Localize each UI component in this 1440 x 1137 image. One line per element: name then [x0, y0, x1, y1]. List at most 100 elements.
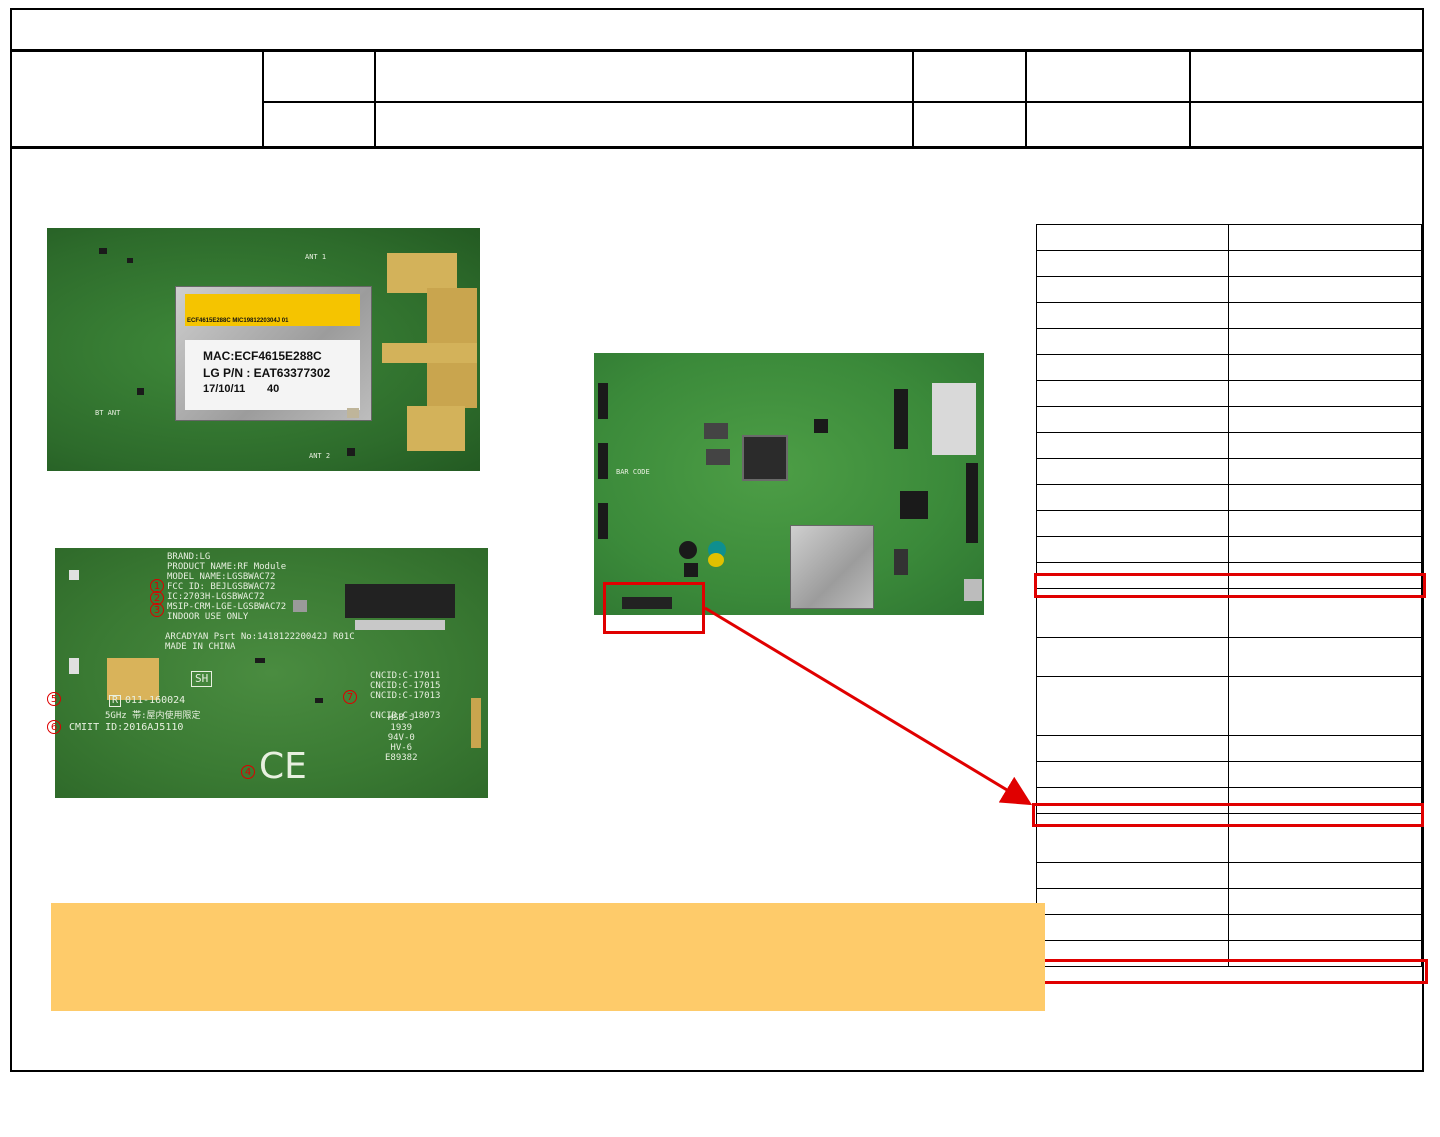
table-cell [1227, 380, 1422, 407]
table-cell [1036, 354, 1229, 381]
table-row [1036, 862, 1422, 889]
table-cell [1036, 302, 1229, 329]
main-board-photo: BAR CODE [594, 353, 984, 615]
table-cell [1036, 536, 1229, 563]
japan-note: 5GHz 帯:屋内使用限定 [105, 711, 201, 721]
table-cell [1036, 888, 1229, 915]
table-cell [1227, 224, 1422, 251]
table-row [1036, 484, 1422, 511]
tuner-can [790, 525, 874, 609]
table-cell [1036, 328, 1229, 355]
table-cell [1036, 940, 1229, 967]
table-cell [1227, 787, 1422, 814]
part-no-silk: ARCADYAN Psrt No:141812220042J R01C MADE… [165, 632, 355, 652]
table-cell [1036, 735, 1229, 762]
bar-code-silk: BAR CODE [616, 468, 650, 476]
table-row [1036, 380, 1422, 407]
telec-number: 011-160024 [125, 695, 186, 706]
date-label: 17/10/11 [203, 383, 246, 395]
header-col-divider-5 [1189, 51, 1191, 147]
barcode-line: ECF4615E288C MIC1981220304J 01 [187, 318, 289, 324]
sh-silk: SH [191, 671, 213, 687]
table-cell [1036, 276, 1229, 303]
table-cell [1036, 458, 1229, 485]
table-cell [1227, 676, 1422, 736]
table-cell [1227, 761, 1422, 788]
bt-ant-silk: BT ANT [95, 409, 121, 417]
table-row [1036, 224, 1422, 251]
connector-highlight-box [603, 582, 705, 634]
soc-chip [742, 435, 788, 481]
table-row-highlight-3 [1036, 959, 1428, 984]
table-cell [1036, 510, 1229, 537]
wifi-module-top-photo: ECF4615E288C MIC1981220304J 01 MAC:ECF46… [47, 228, 480, 471]
page-frame [10, 8, 1424, 1072]
table-row [1036, 787, 1422, 814]
table-row [1036, 276, 1422, 303]
table-row [1036, 761, 1422, 788]
callout-arrow-line [704, 606, 1033, 806]
table-row-highlight-2 [1032, 803, 1424, 827]
mac-label: MAC:ECF4615E288C [203, 349, 322, 363]
table-row [1036, 250, 1422, 277]
marker-6: 6 [47, 720, 61, 734]
table-row [1036, 940, 1422, 967]
table-row [1036, 354, 1422, 381]
header-mid-rule [262, 101, 1424, 103]
table-row [1036, 735, 1422, 762]
header-col-divider-1 [262, 51, 264, 147]
header-bottom-rule [10, 146, 1424, 149]
table-cell [1227, 250, 1422, 277]
table-cell [1036, 637, 1229, 677]
table-cell [1036, 676, 1229, 736]
table-row [1036, 302, 1422, 329]
marker-3: 3 [150, 603, 164, 617]
table-cell [1227, 940, 1422, 967]
table-cell [1036, 761, 1229, 788]
table-row-highlight-1 [1034, 573, 1426, 598]
wifi-module-bottom-photo: BRAND:LG PRODUCT NAME:RF Module MODEL NA… [55, 548, 488, 798]
ul-silk: HSB J 1939 94V-0 HV-6 E89382 [385, 713, 418, 763]
table-cell [1227, 432, 1422, 459]
header-col-divider-4 [1025, 51, 1027, 147]
table-cell [1227, 888, 1422, 915]
table-cell [1036, 224, 1229, 251]
header-col-divider-2 [374, 51, 376, 147]
table-cell [1227, 735, 1422, 762]
table-cell [1036, 380, 1229, 407]
table-row [1036, 458, 1422, 485]
table-cell [1227, 914, 1422, 941]
lg-pn-label: LG P/N : EAT63377302 [203, 366, 331, 380]
table-row [1036, 328, 1422, 355]
table-row [1036, 510, 1422, 537]
table-cell [1036, 250, 1229, 277]
table-cell [1227, 536, 1422, 563]
table-cell [1227, 813, 1422, 863]
table-row [1036, 888, 1422, 915]
ce-mark: CE [259, 746, 307, 787]
table-row [1036, 676, 1422, 736]
table-cell [1227, 637, 1422, 677]
table-cell [1227, 354, 1422, 381]
spec-table [1036, 224, 1422, 967]
table-cell [1036, 914, 1229, 941]
marker-4: 4 [241, 765, 255, 779]
table-cell [1227, 302, 1422, 329]
marker-5: 5 [47, 692, 61, 706]
table-cell [1227, 862, 1422, 889]
table-row [1036, 432, 1422, 459]
table-cell [1036, 484, 1229, 511]
regulatory-silk: BRAND:LG PRODUCT NAME:RF Module MODEL NA… [167, 552, 287, 622]
header-col-divider-3 [912, 51, 914, 147]
table-cell [1036, 862, 1229, 889]
note-panel [51, 903, 1045, 1011]
table-cell [1227, 328, 1422, 355]
table-row [1036, 406, 1422, 433]
table-cell [1036, 432, 1229, 459]
table-row [1036, 914, 1422, 941]
table-row [1036, 536, 1422, 563]
lot-label: 40 [267, 383, 280, 395]
ant1-silk: ANT 1 [305, 253, 327, 261]
table-cell [1227, 276, 1422, 303]
